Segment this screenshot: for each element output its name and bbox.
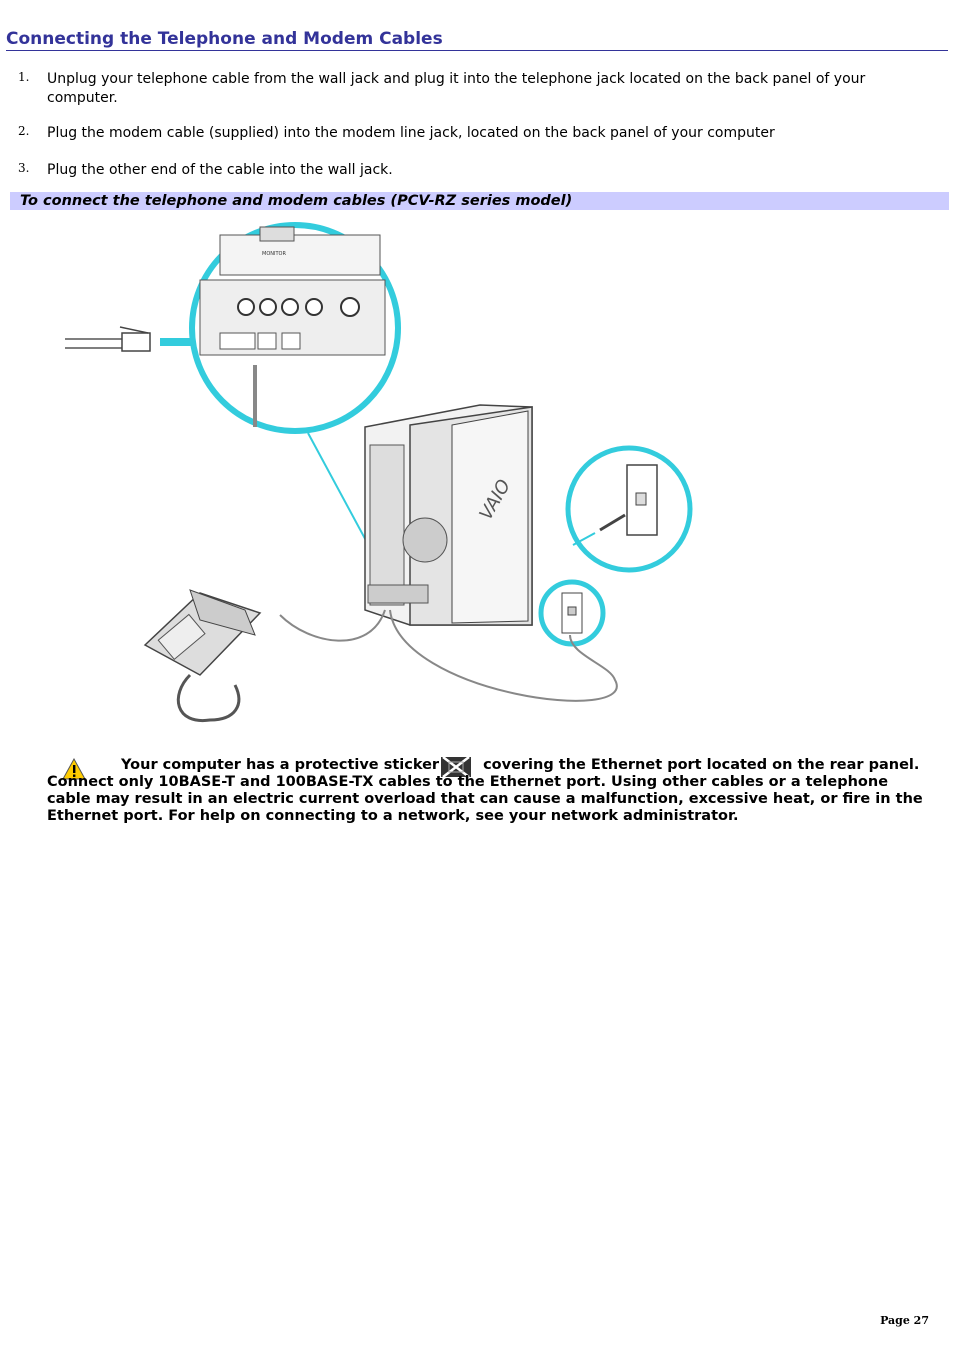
wall-jack-zoom-callout [538,445,693,647]
ethernet-sticker-icon [441,756,471,778]
step-number: 2. [18,124,30,138]
caution-note-text: covering the Ethernet port located on th… [47,757,923,824]
computer-tower: VAIO [364,404,533,626]
warning-icon [62,758,86,780]
figure-heading: To connect the telephone and modem cable… [10,192,949,210]
telephone-plug [65,326,151,352]
page-number: Page 27 [880,1314,929,1327]
phone-cable [279,609,386,642]
step-text: Plug the modem cable (supplied) into the… [47,125,775,141]
modem-cable [389,609,618,702]
connection-illustration: MONITOR VAIO [65,222,693,722]
step-number: 1. [18,70,30,84]
figure-heading-text: To connect the telephone and modem cable… [20,193,573,209]
back-panel-zoom-callout: MONITOR [189,222,401,434]
caution-note-lead: Your computer has a protective sticker [121,757,440,773]
page-title: Connecting the Telephone and Modem Cable… [6,29,948,51]
step-text: Unplug your telephone cable from the wal… [47,71,866,106]
telephone [143,589,262,722]
step-text: Plug the other end of the cable into the… [47,162,393,178]
monitor-port-label: MONITOR [262,251,286,257]
step-number: 3. [18,161,30,175]
